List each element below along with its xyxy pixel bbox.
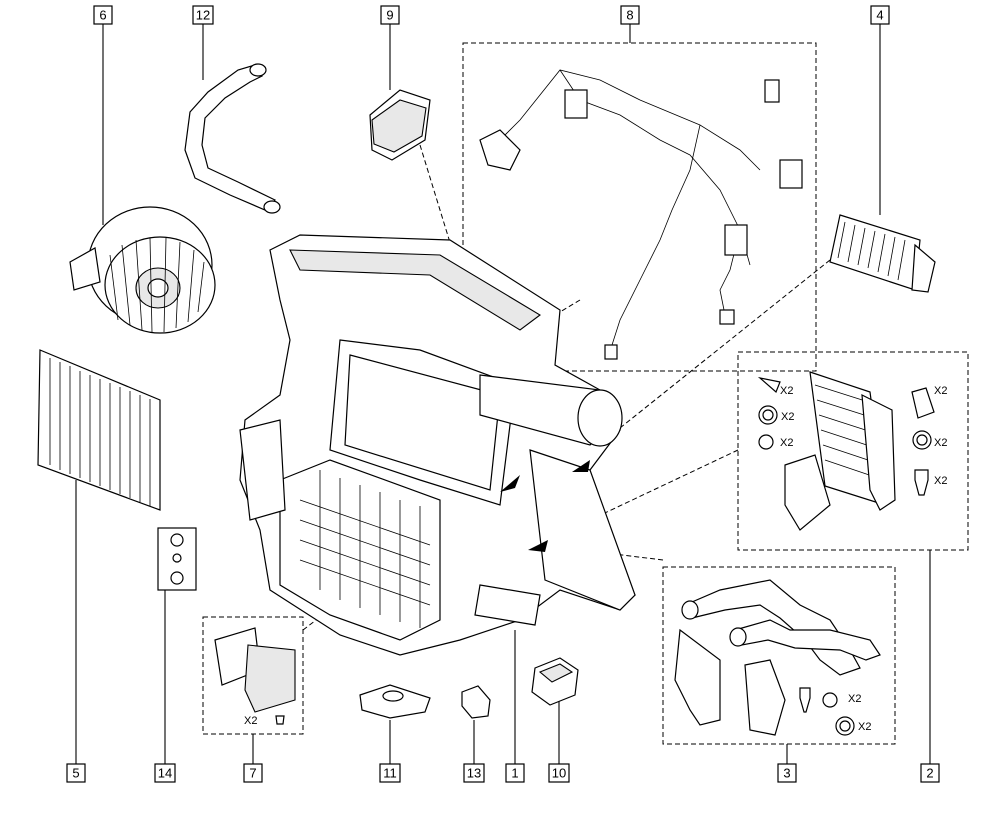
callout-number: 11 [383, 766, 397, 781]
actuator-part [369, 89, 431, 161]
qty-label: X2 [780, 437, 793, 449]
blower-motor-part [69, 206, 216, 334]
quantity-labels: X2 X2 X2 X2 X2 X2 X2 X2 X2 [244, 385, 947, 733]
callout-number: 8 [626, 8, 633, 23]
callout-1: 1 [505, 763, 525, 783]
callout-number: 14 [158, 766, 172, 781]
qty-label: X2 [934, 475, 947, 487]
qty-label: X2 [848, 693, 861, 705]
callout-9: 9 [380, 5, 400, 25]
callout-number: 12 [196, 8, 210, 23]
callout-2: 2 [920, 763, 940, 783]
callout-number: 2 [926, 766, 933, 781]
callout-10: 10 [548, 763, 570, 783]
callout-number: 5 [72, 766, 79, 781]
qty-label: X2 [858, 721, 871, 733]
pipes-group-3 [674, 579, 881, 736]
wiring-harness-part [479, 69, 803, 360]
group-frame-3 [662, 566, 896, 745]
leader-lines [75, 24, 931, 764]
callout-8: 8 [620, 5, 640, 25]
callout-3: 3 [777, 763, 797, 783]
resistor-module-part [214, 627, 296, 725]
callout-number: 7 [249, 766, 256, 781]
callout-number: 3 [783, 766, 790, 781]
seal-part [359, 684, 431, 719]
heater-core-group-2 [757, 371, 935, 531]
callout-4: 4 [870, 5, 890, 25]
callout-6: 6 [93, 5, 113, 25]
callout-number: 1 [511, 766, 518, 781]
callout-number: 6 [99, 8, 106, 23]
callout-12: 12 [192, 5, 214, 25]
sensor-part [461, 685, 491, 719]
callout-number: 10 [552, 766, 566, 781]
qty-label: X2 [781, 411, 794, 423]
small-heater-core-part [829, 214, 936, 293]
group-frame-2 [737, 351, 969, 551]
expansion-valve-part [157, 527, 197, 591]
callout-5: 5 [66, 763, 86, 783]
cabin-filter-part [37, 349, 161, 511]
callout-14: 14 [154, 763, 176, 783]
callout-number: 13 [467, 766, 481, 781]
qty-label: X2 [934, 385, 947, 397]
callout-13: 13 [463, 763, 485, 783]
group-frame-8 [462, 42, 817, 372]
qty-label: X2 [244, 715, 257, 727]
callout-7: 7 [243, 763, 263, 783]
callout-11: 11 [379, 763, 401, 783]
qty-label: X2 [934, 437, 947, 449]
hvac-main-unit-part [239, 234, 636, 656]
relay-part [531, 657, 579, 706]
qty-label: X2 [780, 385, 793, 397]
hose-part [184, 63, 281, 214]
callout-number: 4 [876, 8, 883, 23]
callout-number: 9 [386, 8, 393, 23]
